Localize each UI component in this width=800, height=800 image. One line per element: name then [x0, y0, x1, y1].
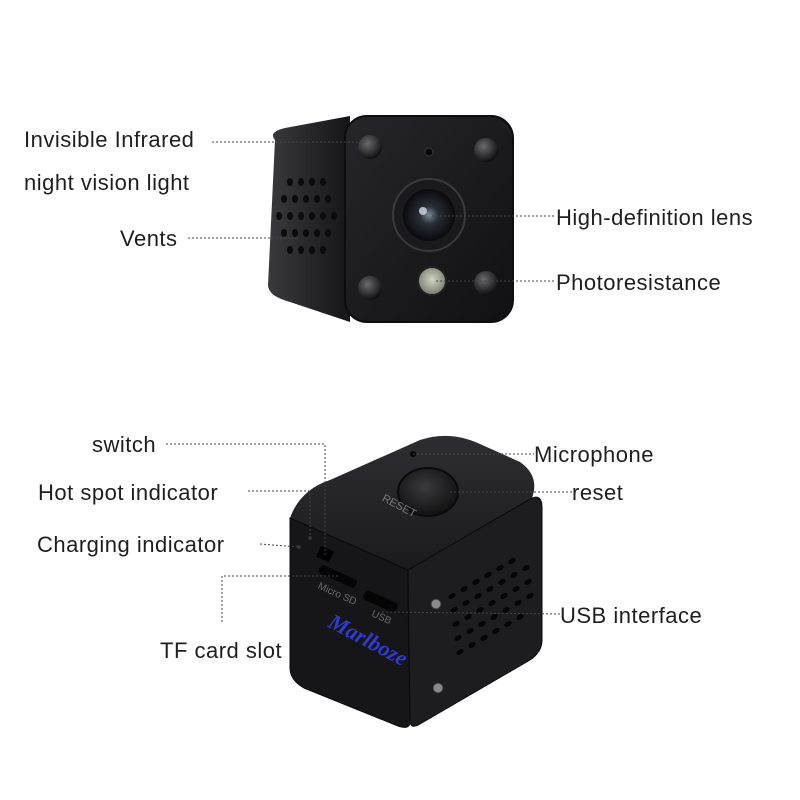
rear-vent-hole: [504, 621, 512, 627]
vent-hole: [325, 195, 331, 203]
rear-vent-hole: [480, 635, 488, 641]
camera-right-face: [407, 496, 543, 727]
camera-rear-view: RESET Micro SD USB Marlboze: [289, 435, 543, 728]
vent-hole: [292, 195, 298, 203]
vent-holes: [276, 178, 337, 254]
rear-vent-hole: [452, 621, 460, 627]
label-hotspot: Hot spot indicator: [38, 480, 219, 505]
camera-side-face: [268, 116, 350, 322]
camera-front-view: [268, 115, 514, 323]
label-reset: reset: [572, 480, 624, 505]
vent-hole: [331, 212, 337, 220]
vent-hole: [298, 178, 304, 186]
ir-led-top-right: [474, 138, 498, 162]
ir-led-top-left: [358, 135, 382, 159]
rear-vent-hole: [500, 593, 508, 599]
label-ir-light-line2: night vision light: [24, 170, 190, 195]
vent-hole: [314, 195, 320, 203]
rear-vent-hole: [490, 614, 498, 620]
leader-hotspot: [248, 490, 311, 538]
rear-vent-hole: [454, 635, 462, 641]
rear-vent-hole: [512, 586, 520, 592]
rear-vent-hole: [510, 572, 518, 578]
rear-vent-hole: [498, 579, 506, 585]
lens-glass: [403, 189, 455, 241]
vent-hole: [320, 246, 326, 254]
rear-vent-hole: [502, 607, 510, 613]
label-tf-slot: TF card slot: [160, 638, 283, 663]
rear-vent-hole: [448, 593, 456, 599]
vent-hole: [298, 212, 304, 220]
rear-vent-hole: [468, 642, 476, 648]
rear-vent-hole: [450, 607, 458, 613]
label-usb: USB interface: [560, 603, 703, 628]
rear-vent-hole: [466, 628, 474, 634]
rear-vent-hole: [488, 600, 496, 606]
rear-vent-hole: [496, 565, 504, 571]
vent-hole: [303, 195, 309, 203]
rear-vent-hole: [476, 607, 484, 613]
rear-vent-hole: [464, 614, 472, 620]
rear-vent-hole: [484, 572, 492, 578]
leader-switch: [166, 443, 326, 555]
label-lens: High-definition lens: [556, 205, 754, 230]
screw-right-bottom: [432, 682, 444, 694]
rear-vent-hole: [460, 586, 468, 592]
vent-hole: [309, 212, 315, 220]
rear-vent-hole: [472, 579, 480, 585]
vent-hole: [287, 246, 293, 254]
rear-vent-hole: [514, 600, 522, 606]
charging-indicator-led: [297, 545, 301, 549]
ir-led-bottom-left: [358, 276, 382, 300]
vent-hole: [325, 229, 331, 237]
ir-led-bottom-right: [474, 271, 498, 295]
leader-charging: [259, 543, 300, 548]
vent-hole: [292, 229, 298, 237]
rear-vent-holes: [448, 558, 534, 655]
vent-hole: [287, 178, 293, 186]
rear-vent-hole: [492, 628, 500, 634]
rear-vent-hole: [524, 579, 532, 585]
label-charging: Charging indicator: [37, 532, 225, 557]
front-pinhole: [424, 147, 434, 157]
vent-hole: [314, 229, 320, 237]
lens-highlight: [419, 207, 427, 215]
leader-lines: [166, 141, 572, 624]
vent-hole: [309, 246, 315, 254]
rear-vent-hole: [456, 649, 464, 655]
vent-hole: [276, 212, 282, 220]
rear-vent-hole: [526, 593, 534, 599]
rear-vent-hole: [522, 565, 530, 571]
label-ir-light-line1: Invisible Infrared: [24, 127, 195, 152]
rear-vent-hole: [508, 558, 516, 564]
vent-hole: [281, 195, 287, 203]
label-microphone: Microphone: [534, 442, 654, 467]
rear-vent-hole: [516, 614, 524, 620]
rear-vent-hole: [474, 593, 482, 599]
leader-usb: [381, 611, 561, 615]
screw-right-top: [430, 598, 442, 610]
label-vents: Vents: [120, 226, 178, 251]
vent-hole: [298, 246, 304, 254]
label-switch: switch: [92, 432, 157, 457]
leader-tf-slot: [221, 575, 338, 624]
vent-hole: [303, 229, 309, 237]
vent-hole: [287, 212, 293, 220]
vent-hole: [309, 178, 315, 186]
rear-vent-hole: [478, 621, 486, 627]
label-photoresistance: Photoresistance: [556, 270, 722, 295]
rear-vent-hole: [486, 586, 494, 592]
vent-hole: [320, 178, 326, 186]
vent-hole: [320, 212, 326, 220]
usb-port: [363, 590, 398, 612]
rear-vent-hole: [462, 600, 470, 606]
vent-hole: [281, 229, 287, 237]
